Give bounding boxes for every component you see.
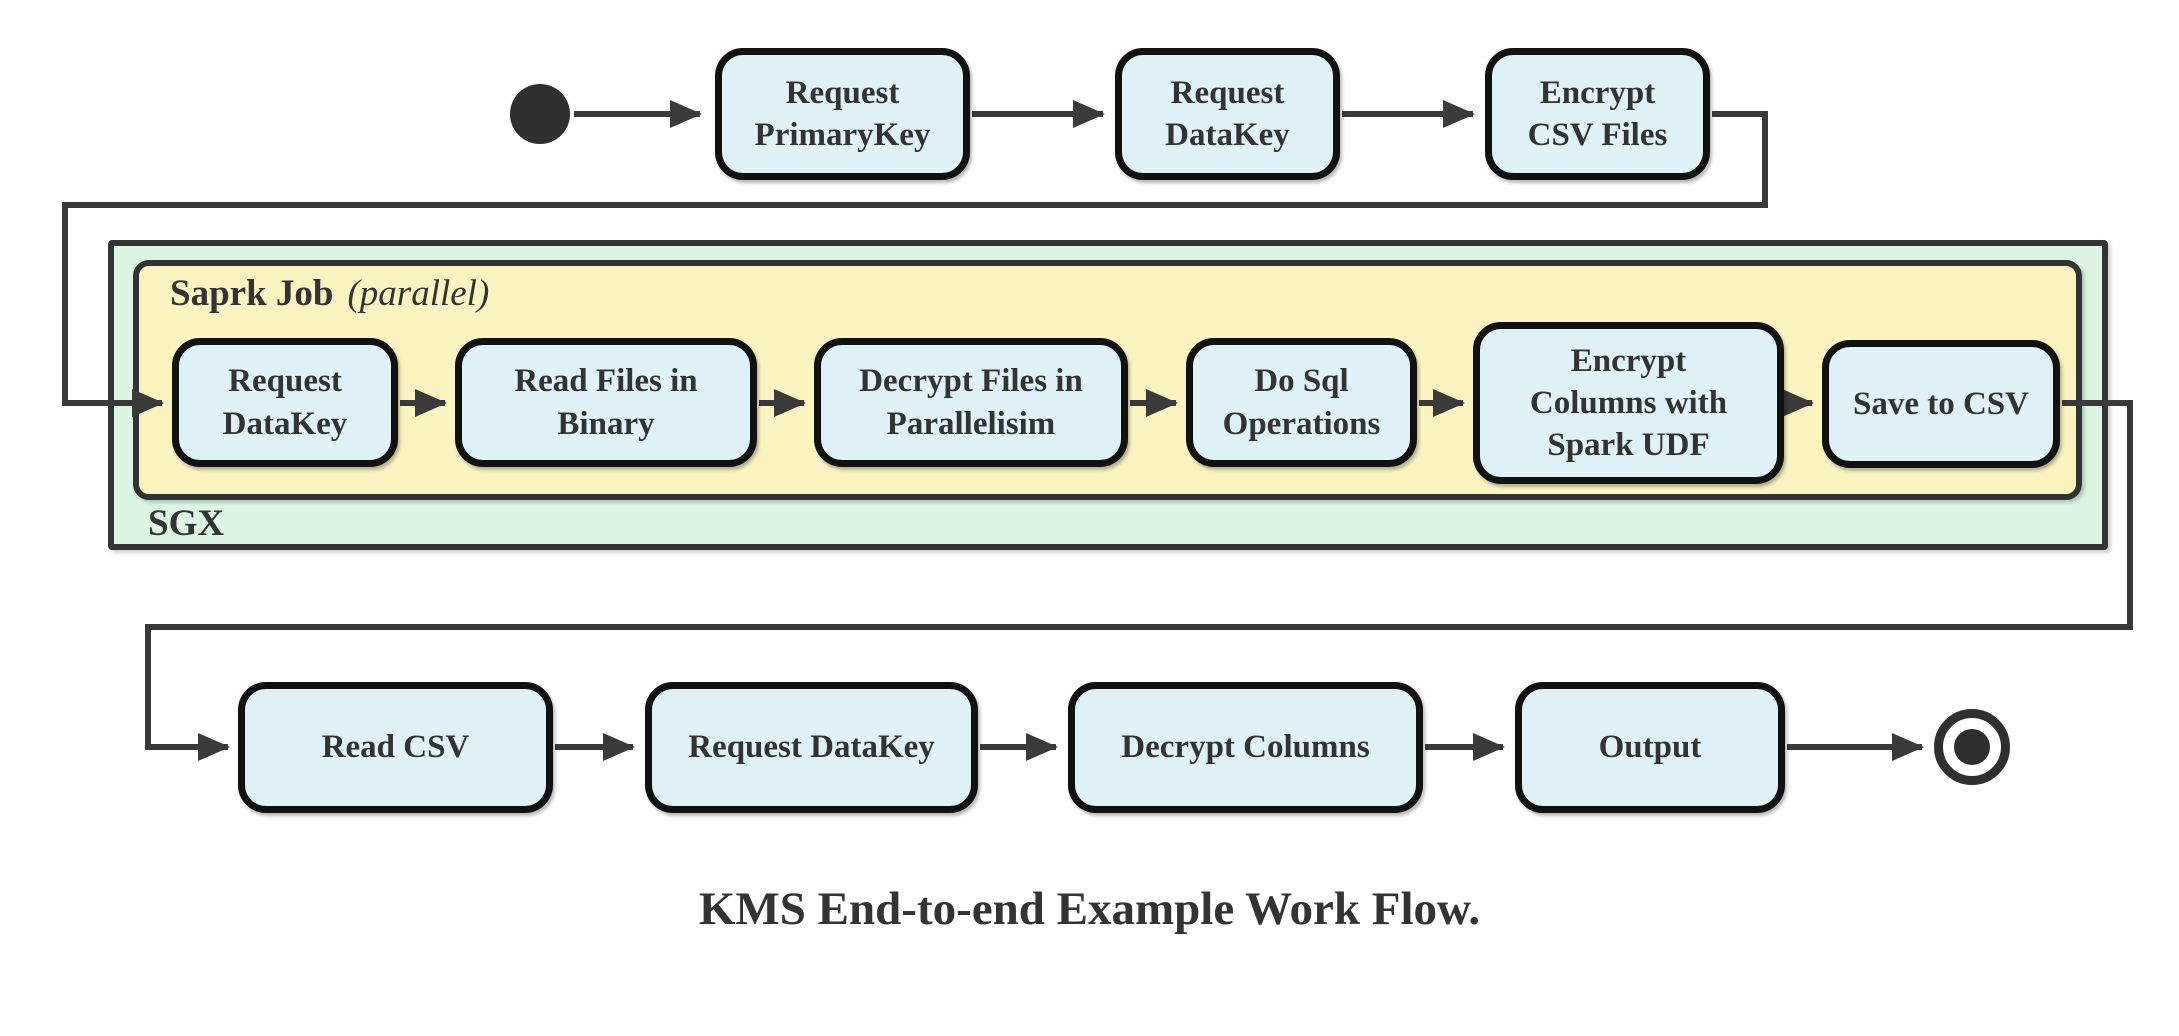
node-label: Read CSV bbox=[321, 729, 470, 766]
end-state-icon bbox=[1934, 709, 2010, 785]
spark-job-container-label: Saprk Job (parallel) bbox=[170, 272, 489, 315]
node-label: Save to CSV bbox=[1852, 385, 2029, 422]
node-label: Encrypt Columns with Spark UDF bbox=[1529, 342, 1728, 464]
node-label: Request DataKey bbox=[1165, 74, 1290, 153]
node-label: Output bbox=[1598, 729, 1702, 766]
end-state-inner-dot bbox=[1954, 729, 1990, 765]
node-read-csv: Read CSV bbox=[238, 682, 553, 813]
node-label: Request DataKey bbox=[688, 729, 935, 766]
sgx-container-label: SGX bbox=[148, 503, 225, 544]
node-sgx-request-datakey: Request DataKey bbox=[172, 338, 398, 467]
node-output: Output bbox=[1515, 682, 1785, 813]
node-label: Request DataKey bbox=[222, 363, 348, 442]
node-label: Do Sql Operations bbox=[1222, 363, 1381, 442]
node-do-sql-operations: Do Sql Operations bbox=[1186, 338, 1417, 467]
node-label: Decrypt Files in Parallelisim bbox=[859, 363, 1083, 442]
node-label: Read Files in Binary bbox=[514, 363, 698, 442]
node-decrypt-files-in-parallelisim: Decrypt Files in Parallelisim bbox=[814, 338, 1128, 467]
node-request-datakey-final: Request DataKey bbox=[645, 682, 978, 813]
node-read-files-in-binary: Read Files in Binary bbox=[455, 338, 757, 467]
node-label: Request PrimaryKey bbox=[754, 74, 931, 153]
node-label: Encrypt CSV Files bbox=[1527, 74, 1668, 153]
node-request-primarykey: Request PrimaryKey bbox=[715, 48, 970, 180]
start-state-icon bbox=[510, 84, 570, 144]
node-encrypt-csv-files: Encrypt CSV Files bbox=[1485, 48, 1710, 180]
node-encrypt-columns-with-spark-udf: Encrypt Columns with Spark UDF bbox=[1473, 322, 1784, 484]
node-decrypt-columns: Decrypt Columns bbox=[1068, 682, 1423, 813]
node-request-datakey: Request DataKey bbox=[1115, 48, 1340, 180]
spark-job-title: Saprk Job bbox=[170, 273, 334, 314]
node-save-to-csv: Save to CSV bbox=[1822, 340, 2060, 468]
diagram-caption: KMS End-to-end Example Work Flow. bbox=[698, 883, 1481, 935]
node-label: Decrypt Columns bbox=[1121, 729, 1370, 766]
spark-job-qualifier: (parallel) bbox=[347, 273, 490, 314]
